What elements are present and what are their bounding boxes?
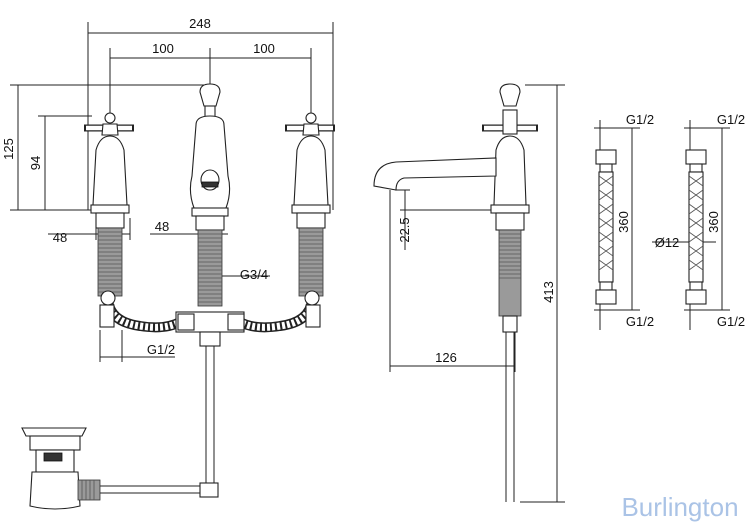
dim-hose2-diameter: Ø12 bbox=[655, 235, 680, 250]
dim-outlet-thread-left: G1/2 bbox=[147, 342, 175, 357]
center-spout-body bbox=[189, 83, 231, 217]
right-cross-handle bbox=[285, 112, 335, 214]
tee-connector bbox=[175, 311, 245, 347]
dim-handle-height: 125 bbox=[1, 138, 16, 160]
dim-spout-reach: 126 bbox=[435, 350, 457, 365]
side-view-dimension-labels: 22.5 126 413 bbox=[397, 217, 556, 365]
dim-inlet-thread: G3/4 bbox=[240, 267, 268, 282]
dim-hose2-top: G1/2 bbox=[717, 112, 745, 127]
dim-spacing-left: 100 bbox=[152, 41, 174, 56]
center-shank bbox=[195, 215, 225, 307]
side-view-dimension-lines bbox=[389, 84, 565, 503]
front-view-dimension-labels: 248 100 100 125 94 48 48 G3/4 G1/2 bbox=[1, 16, 275, 357]
left-cross-handle bbox=[84, 112, 134, 214]
dim-body-height: 94 bbox=[28, 156, 43, 170]
dim-hose2-bottom: G1/2 bbox=[717, 314, 745, 329]
brand-logo: Burlington bbox=[621, 492, 738, 522]
hose-left bbox=[594, 120, 640, 330]
pop-up-rod bbox=[100, 346, 219, 498]
right-shank bbox=[296, 212, 326, 297]
dim-spout-height: 22.5 bbox=[397, 217, 412, 242]
connecting-hoses bbox=[99, 290, 321, 333]
dim-spacing-right: 100 bbox=[253, 41, 275, 56]
front-view-dimension-lines bbox=[10, 22, 334, 362]
hose-right bbox=[652, 120, 730, 330]
side-view-tap bbox=[373, 83, 538, 502]
dim-hose1-length: 360 bbox=[616, 211, 631, 233]
dim-overall-width: 248 bbox=[189, 16, 211, 31]
dim-hose2-length: 360 bbox=[706, 211, 721, 233]
left-shank bbox=[95, 212, 125, 297]
dim-total-height: 413 bbox=[541, 281, 556, 303]
dim-hose1-bottom: G1/2 bbox=[626, 314, 654, 329]
dim-hose1-top: G1/2 bbox=[626, 112, 654, 127]
dim-shank-center: 48 bbox=[155, 219, 169, 234]
pop-up-waste bbox=[21, 427, 101, 510]
hose-left-labels: G1/2 360 G1/2 bbox=[616, 112, 654, 329]
hose-right-labels: G1/2 360 Ø12 G1/2 bbox=[655, 112, 745, 329]
dim-shank-left: 48 bbox=[53, 230, 67, 245]
